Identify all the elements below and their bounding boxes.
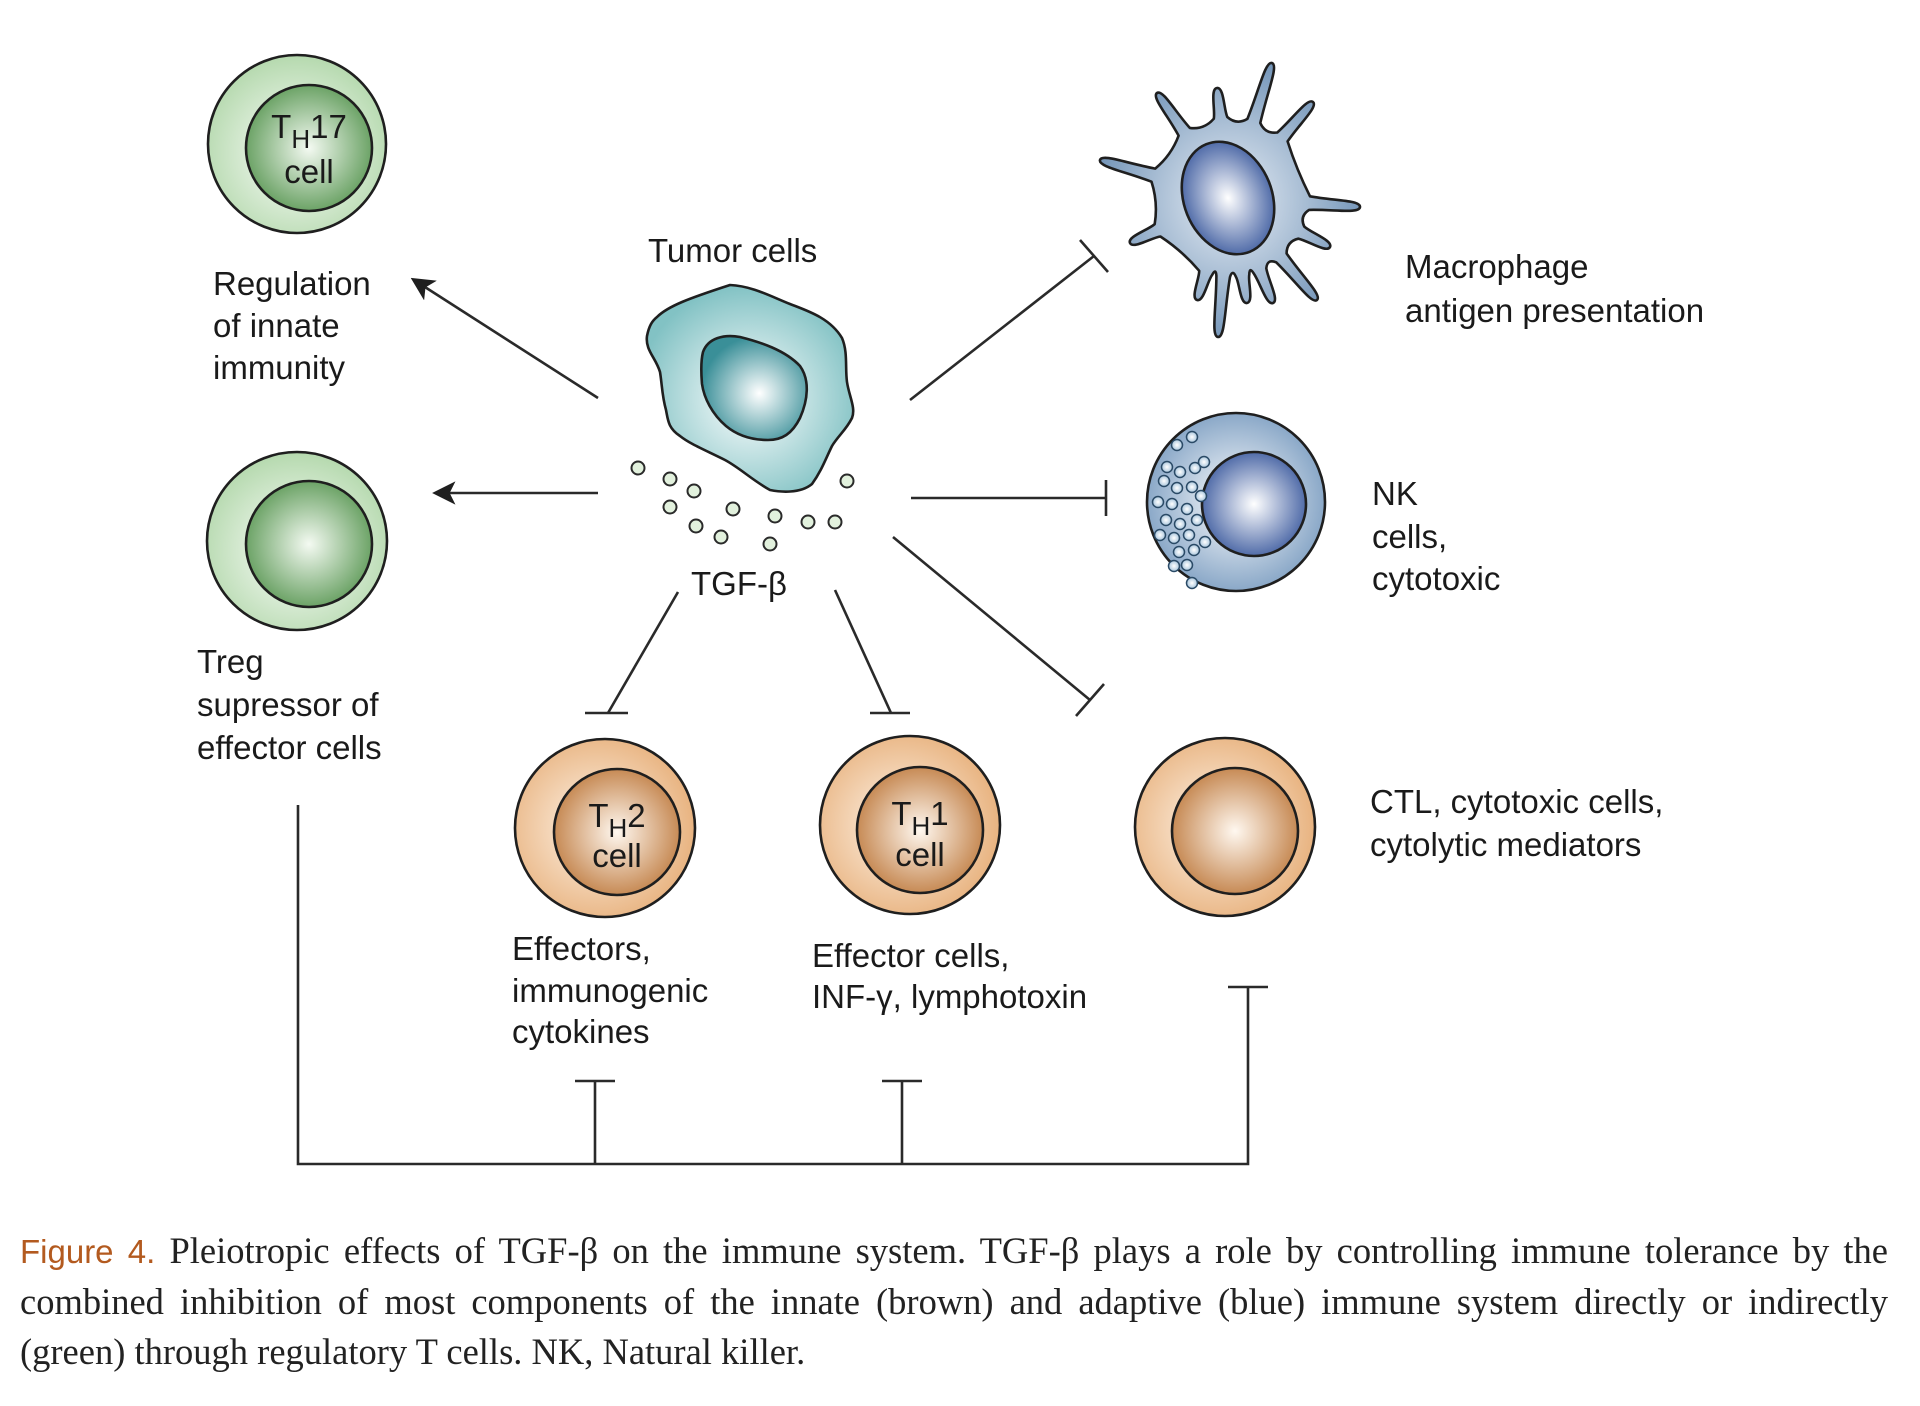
tgf-beta-diagram: TH17 cell Regulation of innate immunity … <box>197 53 1704 1166</box>
inhibit-ctl <box>892 535 1105 717</box>
tgf-beta-molecule <box>827 514 843 530</box>
nk-granule <box>1159 513 1173 527</box>
nk-granule <box>1173 517 1187 531</box>
nk-granule <box>1173 465 1187 479</box>
tgf-beta-molecule <box>713 529 729 545</box>
nk-granule <box>1187 543 1201 557</box>
nk-granule <box>1185 430 1199 444</box>
treg-cell <box>205 450 389 632</box>
nk-granules <box>1151 430 1212 590</box>
th17-cell-name-line2: cell <box>284 153 334 190</box>
nk-granule <box>1185 480 1199 494</box>
nk-cell <box>1145 411 1327 593</box>
th2-cell-name-line2: cell <box>592 837 642 874</box>
th1-cell-name-line2: cell <box>895 836 945 873</box>
nk-granule <box>1170 438 1184 452</box>
tgf-beta-molecule <box>686 483 702 499</box>
figure-caption: Figure 4. Pleiotropic effects of TGF-β o… <box>20 1226 1888 1377</box>
th2-cell: TH2 cell <box>513 737 697 919</box>
tgf-beta-molecule <box>688 518 704 534</box>
nk-granule <box>1172 545 1186 559</box>
th1-cell: TH1 cell <box>818 734 1002 916</box>
tgf-beta-molecule <box>762 536 778 552</box>
th17-cell-name: TH17 <box>271 108 347 154</box>
tumor-cell <box>645 283 855 493</box>
th2-cell-name: TH2 <box>588 797 645 843</box>
nk-granule <box>1185 576 1199 590</box>
nk-granule <box>1197 455 1211 469</box>
tgf-beta-molecule <box>725 501 741 517</box>
tgf-beta-molecules <box>630 460 855 552</box>
tgf-beta-molecule <box>839 473 855 489</box>
th1-cell-name: TH1 <box>891 795 948 841</box>
nk-granule <box>1165 497 1179 511</box>
nk-granule <box>1153 528 1167 542</box>
th1-label: Effector cells, INF-γ, lymphotoxin <box>812 937 1087 1015</box>
th17-cell: TH17 cell <box>206 53 388 235</box>
tgf-beta-molecule <box>662 499 678 515</box>
tgf-beta-molecule <box>630 460 646 476</box>
nk-granule <box>1190 513 1204 527</box>
nk-granule <box>1188 461 1202 475</box>
nk-granule <box>1194 489 1208 503</box>
treg-label: Treg supressor of effector cells <box>197 643 388 766</box>
tgf-beta-label: TGF-β <box>691 565 787 602</box>
figure-label: Figure 4. <box>20 1233 156 1270</box>
arrow-to-th17 <box>410 277 599 400</box>
macrophage-nucleus <box>1180 140 1276 256</box>
inhibit-nk <box>911 480 1108 516</box>
nk-granule <box>1180 502 1194 516</box>
nk-granule <box>1160 460 1174 474</box>
caption-text: Pleiotropic effects of TGF-β on the immu… <box>20 1230 1889 1372</box>
th17-label: Regulation of innate immunity <box>213 265 380 386</box>
nk-granule <box>1157 474 1171 488</box>
tgf-beta-molecule <box>662 471 678 487</box>
treg-suppression-bracket <box>296 805 1268 1166</box>
nk-label: NK cells, cytotoxic <box>1372 475 1500 597</box>
inhibit-th1 <box>833 589 910 715</box>
macrophage-label: Macrophage antigen presentation <box>1405 248 1704 329</box>
nk-granule <box>1167 531 1181 545</box>
nk-granule <box>1151 495 1165 509</box>
nk-granule <box>1198 535 1212 549</box>
th2-label: Effectors, immunogenic cytokines <box>512 930 717 1050</box>
inhibit-macrophage <box>909 239 1109 402</box>
macrophage-cell <box>1098 61 1362 339</box>
tgf-beta-molecule <box>767 508 783 524</box>
nk-granule <box>1182 528 1196 542</box>
inhibit-th2 <box>585 591 680 715</box>
ctl-label: CTL, cytotoxic cells, cytolytic mediator… <box>1370 783 1673 863</box>
tumor-cells-title: Tumor cells <box>648 232 817 269</box>
ctl-cell <box>1133 736 1317 918</box>
nk-granule <box>1167 559 1181 573</box>
tgf-beta-molecule <box>800 514 816 530</box>
nk-granule <box>1180 558 1194 572</box>
nk-granule <box>1170 481 1184 495</box>
